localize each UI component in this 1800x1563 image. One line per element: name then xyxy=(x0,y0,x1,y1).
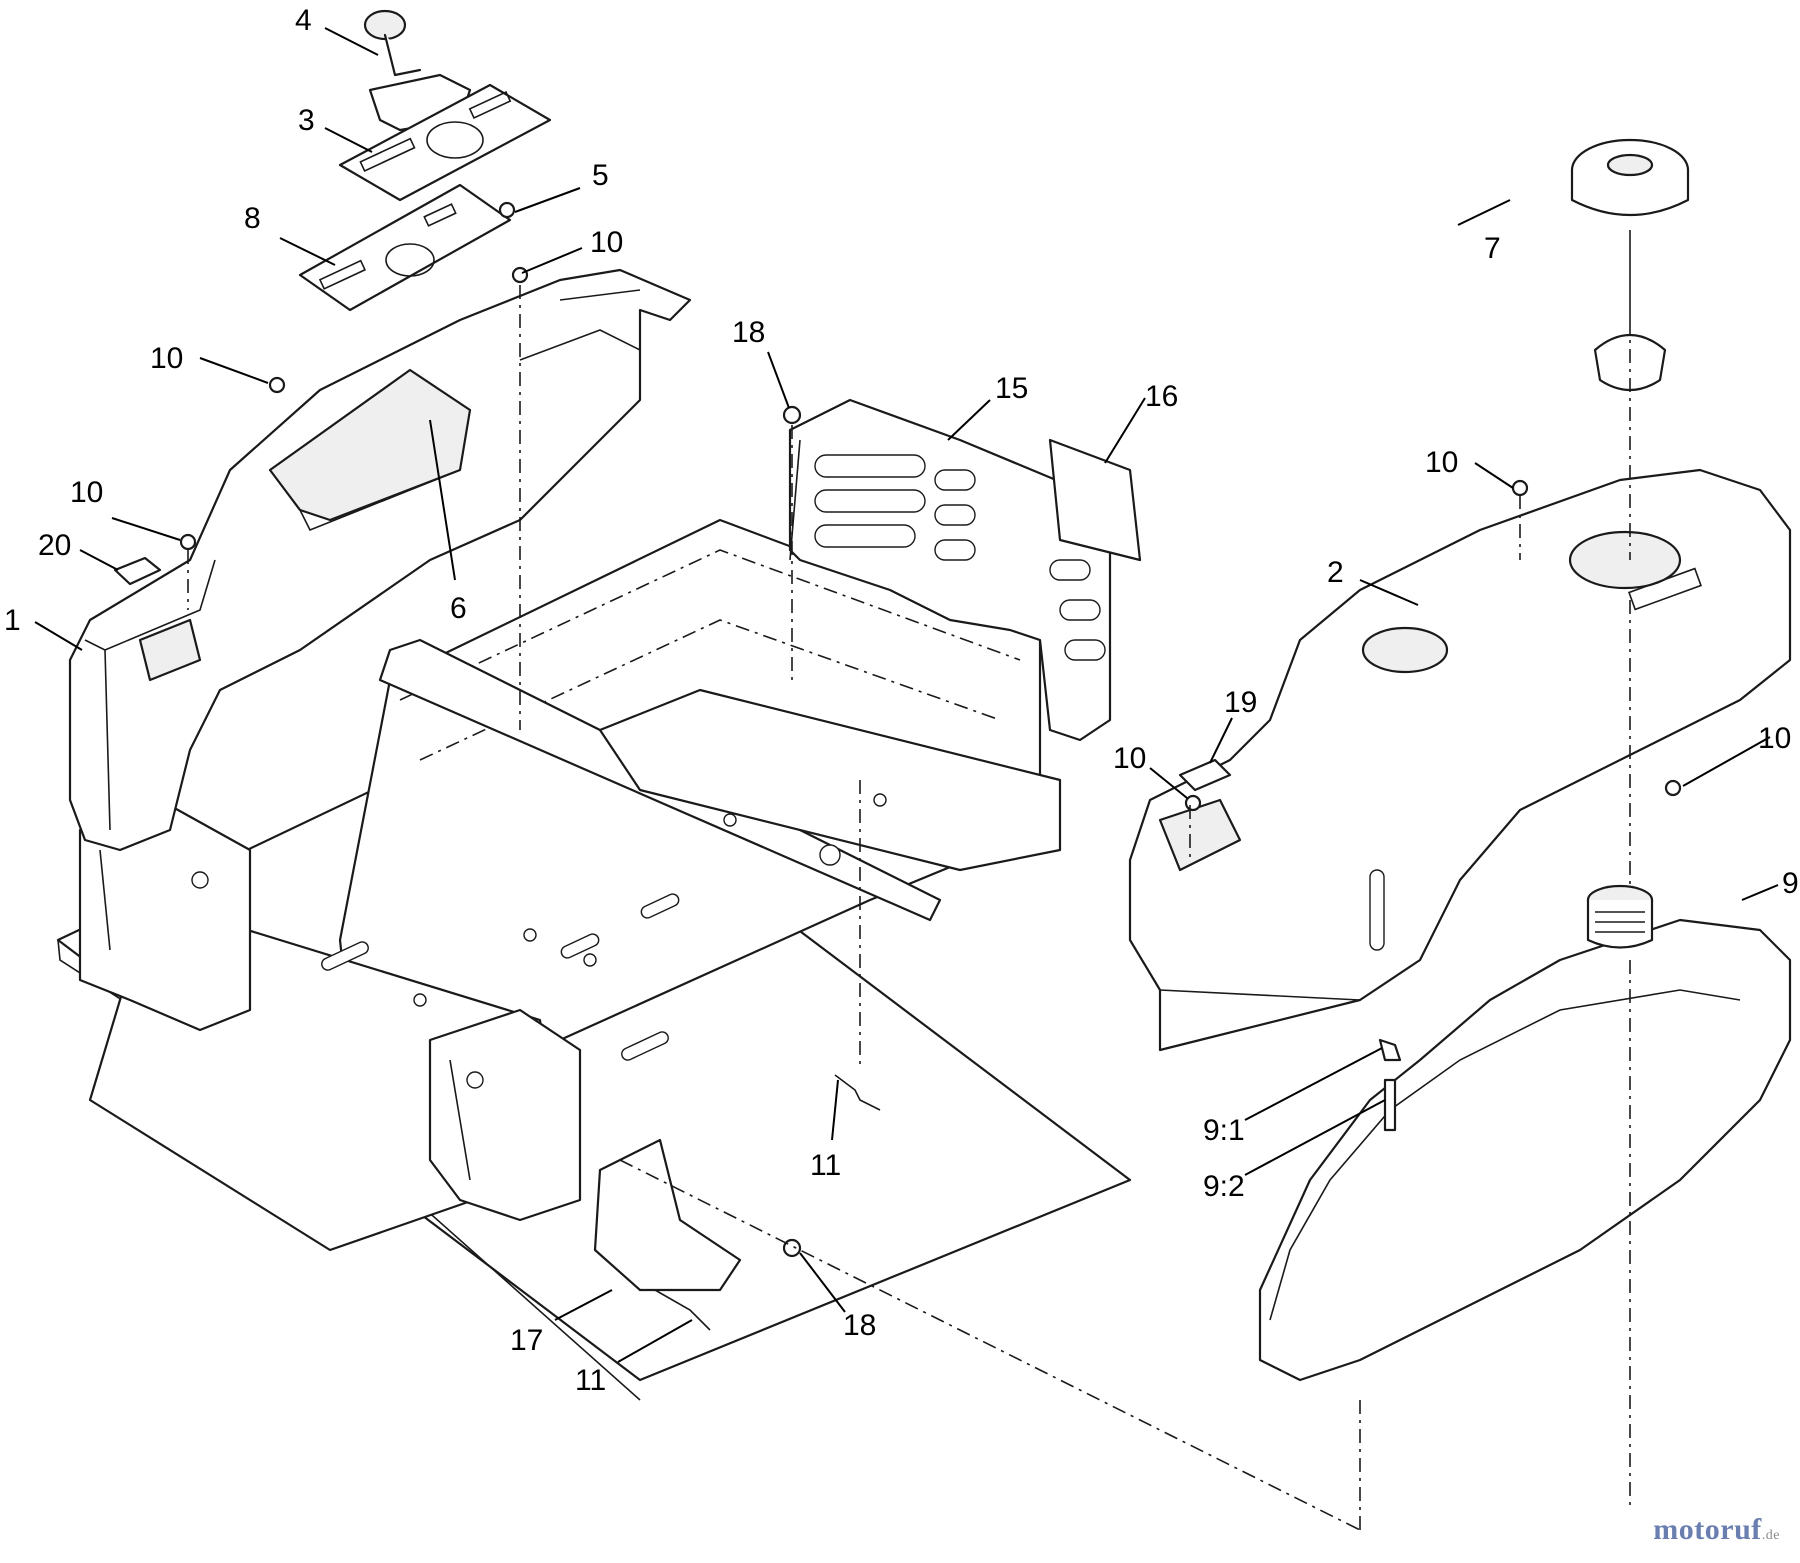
callout-11-b: 11 xyxy=(575,1364,606,1397)
spring-11-upper xyxy=(834,1074,881,1111)
watermark-tld: .de xyxy=(1761,1528,1780,1543)
fuel-fitting xyxy=(1378,1038,1402,1132)
callout-6: 6 xyxy=(450,592,467,625)
callout-10-b: 10 xyxy=(150,342,183,375)
callout-15: 15 xyxy=(995,372,1028,405)
callout-7: 7 xyxy=(1484,232,1501,265)
bracket-20 xyxy=(113,556,162,586)
callout-labels: 4 3 5 8 10 10 10 20 1 6 18 15 16 7 10 2 … xyxy=(4,4,1799,1397)
callout-11-a: 11 xyxy=(810,1149,841,1182)
callout-10-a: 10 xyxy=(590,226,623,259)
callout-5: 5 xyxy=(592,159,609,192)
watermark-logo: motoruf.de xyxy=(1653,1513,1780,1547)
fuel-tank xyxy=(1258,884,1792,1382)
callout-18-b: 18 xyxy=(843,1309,876,1342)
callout-10-c: 10 xyxy=(70,476,103,509)
callout-9: 9 xyxy=(1782,867,1799,900)
callout-10-e: 10 xyxy=(1758,722,1791,755)
callout-9-2: 9:2 xyxy=(1203,1170,1245,1203)
screw-set xyxy=(179,201,1682,1258)
spring-11-lower xyxy=(654,1289,711,1331)
callout-8: 8 xyxy=(244,202,261,235)
watermark-main: motoruf xyxy=(1653,1513,1762,1546)
callout-20: 20 xyxy=(38,529,71,562)
decal-16 xyxy=(1048,438,1142,562)
callout-10-d: 10 xyxy=(1425,446,1458,479)
assembly-lines xyxy=(187,285,1631,1531)
callout-16: 16 xyxy=(1145,380,1178,413)
rear-fender-body xyxy=(1128,468,1792,1052)
leader-lines xyxy=(34,27,1779,1363)
callout-9-1: 9:1 xyxy=(1203,1114,1245,1147)
callout-3: 3 xyxy=(298,104,315,137)
shield-17 xyxy=(593,1138,742,1292)
control-panel xyxy=(298,183,512,312)
callout-2: 2 xyxy=(1327,556,1344,589)
callout-18-a: 18 xyxy=(732,316,765,349)
callout-1: 1 xyxy=(4,604,21,637)
callout-19: 19 xyxy=(1224,686,1257,719)
control-panel-decal xyxy=(338,83,552,202)
bracket-19 xyxy=(1178,758,1232,792)
callout-10-f: 10 xyxy=(1113,742,1146,775)
seat-support-plate xyxy=(788,398,1112,742)
fuel-cap xyxy=(1570,138,1690,391)
callout-17: 17 xyxy=(510,1324,543,1357)
front-body-shroud xyxy=(68,268,692,852)
callout-4: 4 xyxy=(295,4,312,37)
chassis-frame xyxy=(56,518,1132,1401)
